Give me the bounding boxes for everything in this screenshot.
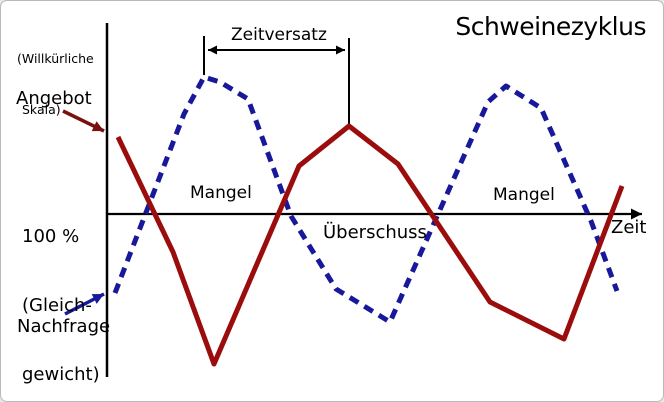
angebot-curve: [115, 123, 625, 367]
figure-title: Schweinezyklus: [455, 12, 646, 41]
y-axis-note: (Willkürliche Skala): [17, 16, 94, 152]
nachfrage-series-label: Nachfrage: [17, 316, 111, 337]
ueberschuss-annotation: Überschuss: [323, 222, 427, 243]
equilibrium-line1: 100 %: [22, 226, 80, 247]
mangel-left-annotation: Mangel: [190, 183, 252, 203]
angebot-pointer-arrow: [62, 109, 105, 133]
nachfrage-pointer-arrow: [64, 292, 105, 316]
equilibrium-line3: gewicht): [22, 364, 100, 385]
mangel-right-annotation: Mangel: [493, 185, 555, 205]
nachfrage-curve: [112, 74, 620, 325]
y-axis-note-line2: Skala): [22, 102, 61, 117]
equilibrium-line2: (Gleich-: [22, 295, 92, 316]
y-axis-note-line1: (Willkürliche: [17, 51, 94, 66]
x-axis-label: Zeit: [611, 217, 647, 238]
angebot-series-label: Angebot: [16, 88, 92, 109]
zeitversatz-annotation: Zeitversatz: [231, 25, 327, 45]
equilibrium-label: 100 % (Gleich- gewicht): [22, 179, 100, 401]
